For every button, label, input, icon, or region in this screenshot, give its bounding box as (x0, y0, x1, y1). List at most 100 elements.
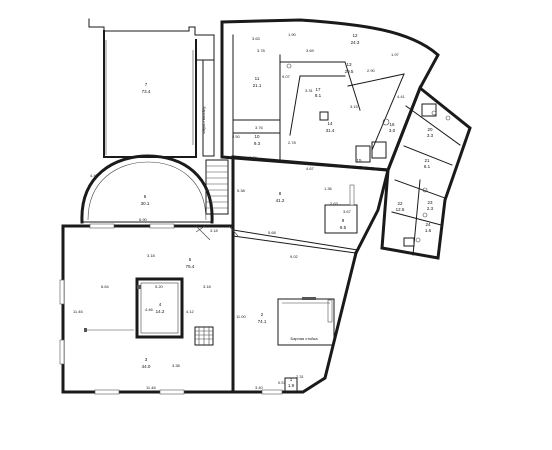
rooms-20-24-outline (380, 85, 472, 260)
dim: 3.15 (350, 104, 359, 109)
room-21-label: 21 6.1 (424, 158, 431, 169)
room-15-label: 15 5.4 (356, 158, 363, 170)
svg-text:41.2: 41.2 (276, 198, 285, 203)
svg-text:21.1: 21.1 (253, 83, 262, 88)
svg-text:23: 23 (427, 200, 433, 205)
room-1-area: 1.9 (288, 383, 295, 388)
dim: 3.69 (306, 48, 315, 53)
svg-text:6.1: 6.1 (424, 164, 431, 169)
svg-text:16: 16 (389, 122, 395, 127)
dim: 3.31 (305, 88, 314, 93)
svg-text:24.3: 24.3 (351, 40, 360, 45)
svg-text:14: 14 (327, 121, 333, 126)
room-2-outline (231, 224, 358, 395)
dim: 3.67 (343, 209, 352, 214)
room-11-label: 11 21.1 (253, 76, 262, 88)
room-7-outline (88, 18, 215, 158)
bar-counter-label-2: Барная стойка (290, 336, 318, 341)
dim: 3.18 (203, 284, 212, 289)
room-10-label: 10 9.3 (254, 134, 261, 146)
dim: 3.40 (255, 385, 264, 390)
room-17-label: 17 8.1 (315, 87, 322, 98)
dim: 6.64 (101, 284, 110, 289)
dim: 11.00 (236, 314, 246, 319)
dim: 4.12 (186, 309, 195, 314)
svg-text:8.1: 8.1 (315, 93, 322, 98)
room-3-label: 3 44.0 (142, 357, 151, 369)
svg-text:3.0: 3.0 (389, 128, 396, 133)
dim: 0.57 (278, 380, 287, 385)
svg-text:13: 13 (346, 62, 352, 67)
dim: 2.63 (330, 201, 339, 206)
svg-text:8: 8 (279, 191, 282, 196)
room-7-label: 7 73.4 (142, 82, 151, 94)
dim: 1.97 (391, 52, 400, 57)
svg-text:14.2: 14.2 (156, 309, 165, 314)
rooms-8-9-outline (231, 155, 390, 256)
rooms-10-17-outline (220, 18, 440, 172)
dim: 5.68 (268, 230, 277, 235)
room-22-label: 22 12.5 (396, 201, 405, 212)
bar-counter-label-1: Барная стойка (202, 106, 207, 134)
svg-text:3: 3 (145, 357, 148, 362)
dim: 11.46 (146, 385, 156, 390)
room-14-label: 14 31.4 (326, 121, 335, 133)
room-1-number: 1 (290, 377, 293, 382)
room-6-outline (80, 154, 229, 224)
svg-text:29.5: 29.5 (345, 69, 354, 74)
svg-text:20: 20 (427, 127, 433, 132)
dim: 2.90 (367, 68, 376, 73)
room-20-label: 20 3.3 (427, 127, 434, 138)
svg-text:7: 7 (145, 82, 148, 87)
room-8-label: 8 41.2 (276, 191, 285, 203)
room-16-label: 16 3.0 (389, 122, 396, 133)
svg-text:31.4: 31.4 (326, 128, 335, 133)
dim: 3.63 (252, 36, 261, 41)
dim: 2.74 (249, 155, 258, 160)
svg-text:9.5: 9.5 (340, 225, 347, 230)
dim: 3.18 (210, 228, 219, 233)
svg-text:11: 11 (255, 76, 260, 81)
svg-text:21: 21 (424, 158, 430, 163)
dim: 11.46 (73, 309, 83, 314)
svg-text:44.0: 44.0 (142, 364, 151, 369)
room-5-label: 5 75.4 (186, 257, 195, 269)
dim: 3.78 (257, 48, 266, 53)
svg-text:10: 10 (254, 134, 260, 139)
svg-text:75.4: 75.4 (186, 264, 195, 269)
dimension-labels: 3.63 3.78 3.69 3.31 3.76 3.15 2.90 2.78 … (73, 32, 406, 390)
room-6-label: 6 30.1 (141, 194, 150, 206)
svg-text:4: 4 (159, 302, 162, 307)
room-2-label: 2 74.1 (258, 312, 267, 324)
dim: 3.38 (172, 363, 181, 368)
svg-text:12: 12 (352, 33, 358, 38)
svg-text:3.3: 3.3 (427, 133, 434, 138)
dim: 4.67 (306, 166, 315, 171)
dim: 2.50 (232, 134, 241, 139)
svg-text:22: 22 (397, 201, 403, 206)
dim: 1.90 (288, 32, 297, 37)
svg-text:5.4: 5.4 (356, 165, 363, 170)
dim: 4.40 (90, 173, 99, 178)
svg-text:17: 17 (315, 87, 321, 92)
svg-text:74.1: 74.1 (258, 319, 267, 324)
svg-text:6: 6 (144, 194, 147, 199)
dim: 2.31 (296, 374, 305, 379)
room-13-label: 13 29.5 (345, 62, 354, 74)
door-ticks (195, 225, 239, 241)
room-23-label: 23 2.3 (427, 200, 434, 211)
room-1-label: 1 1.9 (288, 377, 295, 388)
room-12-label: 12 24.3 (351, 33, 360, 45)
dim: 1.36 (324, 186, 333, 191)
dim: 2.78 (288, 140, 297, 145)
dim: 9.02 (290, 254, 299, 259)
dim: 9.07 (282, 74, 291, 79)
dim: 3.76 (255, 125, 264, 130)
dim: 6.90 (139, 217, 148, 222)
dim: 4.46 (145, 307, 154, 312)
svg-text:30.1: 30.1 (141, 201, 150, 206)
svg-text:9: 9 (342, 218, 345, 223)
svg-text:12.5: 12.5 (396, 207, 405, 212)
room-24-label: 24 1.6 (425, 222, 432, 233)
